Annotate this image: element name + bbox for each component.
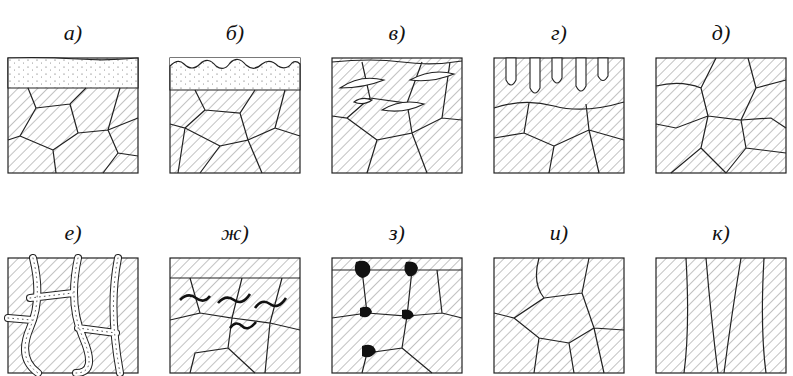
panel-scale-layer bbox=[8, 58, 138, 173]
panel-label: к) bbox=[712, 222, 730, 244]
panel-intergranular bbox=[8, 258, 138, 373]
panel-inclusions bbox=[332, 258, 462, 373]
panel-grains bbox=[656, 58, 786, 173]
panel-wavy-layer bbox=[170, 58, 300, 173]
panel-label: г) bbox=[551, 22, 567, 44]
panel-label: в) bbox=[389, 22, 406, 44]
panel-finger-penetration bbox=[494, 58, 624, 173]
panel-columnar bbox=[656, 258, 786, 373]
panel-label: з) bbox=[389, 222, 405, 244]
panel-grains bbox=[494, 258, 624, 373]
panel-label: и) bbox=[550, 222, 568, 244]
panel-label: ж) bbox=[221, 222, 249, 244]
panel-lens-voids bbox=[332, 58, 462, 173]
panel-label: б) bbox=[226, 22, 244, 44]
panel-cracks bbox=[170, 258, 300, 373]
panel-label: е) bbox=[64, 222, 81, 244]
panel-label: а) bbox=[64, 22, 82, 44]
panel-label: д) bbox=[712, 22, 730, 44]
